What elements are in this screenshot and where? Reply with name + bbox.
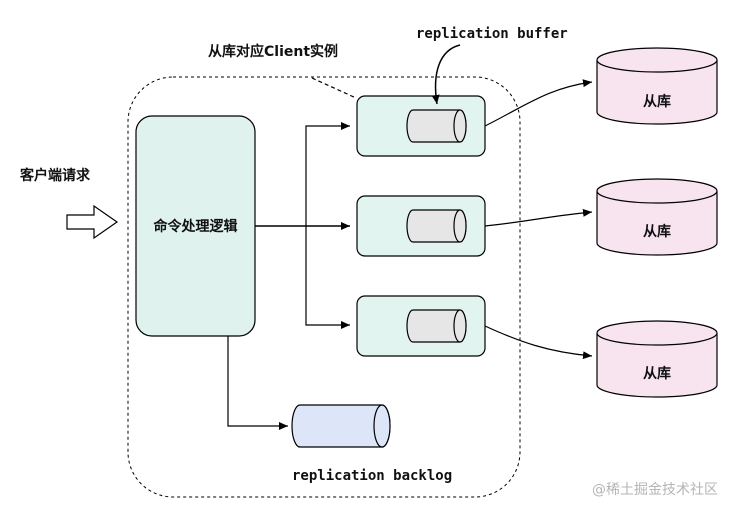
input-arrow [66,204,119,240]
replication-backlog [291,404,391,448]
link-replica-3 [484,325,593,360]
connector-upper [305,122,350,226]
link-replica-1 [484,79,593,127]
replica-3-label: 从库 [643,365,671,382]
replication-buffer-pointer [431,44,461,105]
watermark: @稀土掘金技术社区 [592,482,718,498]
client-instance-pointer [311,77,357,99]
client-instance-label: 从库对应Client实例 [208,43,338,60]
replica-2-label: 从库 [643,223,671,240]
replica-1 [596,47,718,125]
connector-backlog [227,336,288,430]
replication-buffer-label: replication buffer [416,26,568,42]
replication-backlog-label: replication backlog [292,468,452,484]
replica-2 [596,178,718,256]
link-replica-2 [484,208,593,227]
replica-3 [596,320,718,398]
client-request-label: 客户端请求 [19,167,91,184]
replication-buffer-1 [406,109,467,143]
replica-1-label: 从库 [643,93,671,110]
replication-buffer-3 [406,309,467,343]
connector-lower [305,226,350,329]
command-processing-label: 命令处理逻辑 [153,218,238,235]
server-boundary [127,76,521,498]
replication-buffer-2 [406,209,467,243]
